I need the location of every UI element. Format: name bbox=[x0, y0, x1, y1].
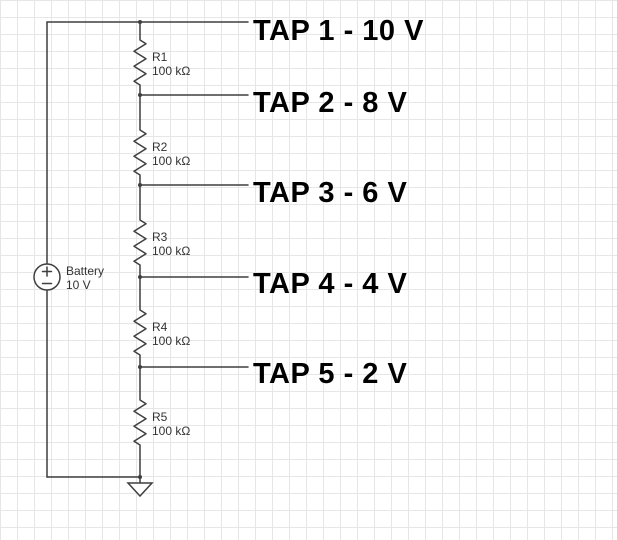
resistor-r5-name: R5 bbox=[152, 410, 168, 424]
tap-label-1: TAP 1 - 10 V bbox=[253, 15, 424, 47]
resistor-r4-value: 100 kΩ bbox=[152, 334, 190, 348]
resistor-r5-icon bbox=[133, 366, 147, 478]
battery-voltage: 10 V bbox=[66, 278, 91, 292]
resistor-r3-value: 100 kΩ bbox=[152, 244, 190, 258]
plus-icon bbox=[41, 266, 53, 277]
resistor-r1-value: 100 kΩ bbox=[152, 64, 190, 78]
resistor-r3-name: R3 bbox=[152, 230, 168, 244]
tap-label-5: TAP 5 - 2 V bbox=[253, 358, 407, 390]
resistor-r3-icon bbox=[133, 184, 147, 278]
tap-label-3: TAP 3 - 6 V bbox=[253, 177, 407, 209]
ground-icon bbox=[126, 476, 154, 498]
battery-symbol-icon bbox=[33, 263, 61, 291]
tap-label-4: TAP 4 - 4 V bbox=[253, 268, 407, 300]
resistor-r1-name: R1 bbox=[152, 50, 168, 64]
resistor-r1-icon bbox=[133, 21, 147, 96]
junction-dots bbox=[138, 20, 142, 479]
tap-label-2: TAP 2 - 8 V bbox=[253, 87, 407, 119]
battery-label: Battery bbox=[66, 264, 104, 278]
resistor-r2-icon bbox=[133, 94, 147, 186]
resistor-r4-name: R4 bbox=[152, 320, 168, 334]
resistor-r2-name: R2 bbox=[152, 140, 168, 154]
resistor-r5-value: 100 kΩ bbox=[152, 424, 190, 438]
resistor-r2-value: 100 kΩ bbox=[152, 154, 190, 168]
resistor-r4-icon bbox=[133, 276, 147, 368]
